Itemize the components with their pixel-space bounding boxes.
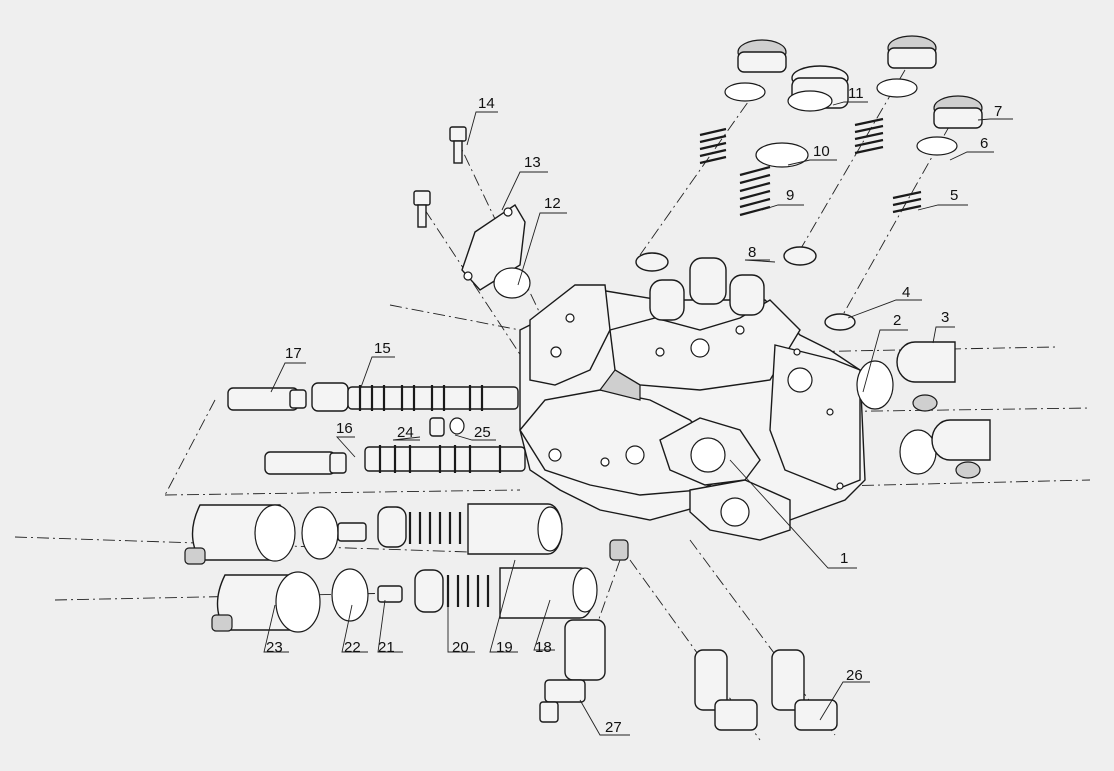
piston-assemblies <box>184 503 629 633</box>
side-caps <box>856 341 991 479</box>
callout-14: 14 <box>478 95 495 112</box>
callout-15: 15 <box>374 340 391 357</box>
callout-10: 10 <box>813 143 830 160</box>
springs <box>699 117 922 217</box>
callout-26: 26 <box>846 667 863 684</box>
callout-22: 22 <box>344 639 361 656</box>
callout-labels: 1 2 3 4 5 6 7 8 9 10 11 12 13 14 15 16 1… <box>266 85 1002 736</box>
callout-20: 20 <box>452 639 469 656</box>
callout-7: 7 <box>994 103 1002 120</box>
callout-4: 4 <box>902 284 910 301</box>
callout-27: 27 <box>605 719 622 736</box>
callout-11: 11 <box>848 85 864 102</box>
callout-13: 13 <box>524 154 541 171</box>
callout-21: 21 <box>378 639 395 656</box>
sensors <box>539 619 838 731</box>
callout-9: 9 <box>786 187 794 204</box>
callout-25: 25 <box>474 424 491 441</box>
callout-16: 16 <box>336 420 353 437</box>
callout-2: 2 <box>893 312 901 329</box>
callout-1: 1 <box>840 550 848 567</box>
valve-body <box>519 284 866 541</box>
plungers <box>635 246 856 331</box>
spool-row-lower <box>264 445 526 475</box>
callout-6: 6 <box>980 135 988 152</box>
callout-17: 17 <box>285 345 302 362</box>
callout-18: 18 <box>535 639 552 656</box>
spool-row-upper <box>227 382 519 437</box>
callout-19: 19 <box>496 639 513 656</box>
callout-24: 24 <box>397 424 414 441</box>
callout-23: 23 <box>266 639 283 656</box>
callout-3: 3 <box>941 309 949 326</box>
top-caps <box>724 35 983 168</box>
callout-12: 12 <box>544 195 561 212</box>
leaders <box>263 101 1013 736</box>
callout-8: 8 <box>748 244 756 261</box>
cover-parts <box>413 126 531 299</box>
callout-5: 5 <box>950 187 958 204</box>
